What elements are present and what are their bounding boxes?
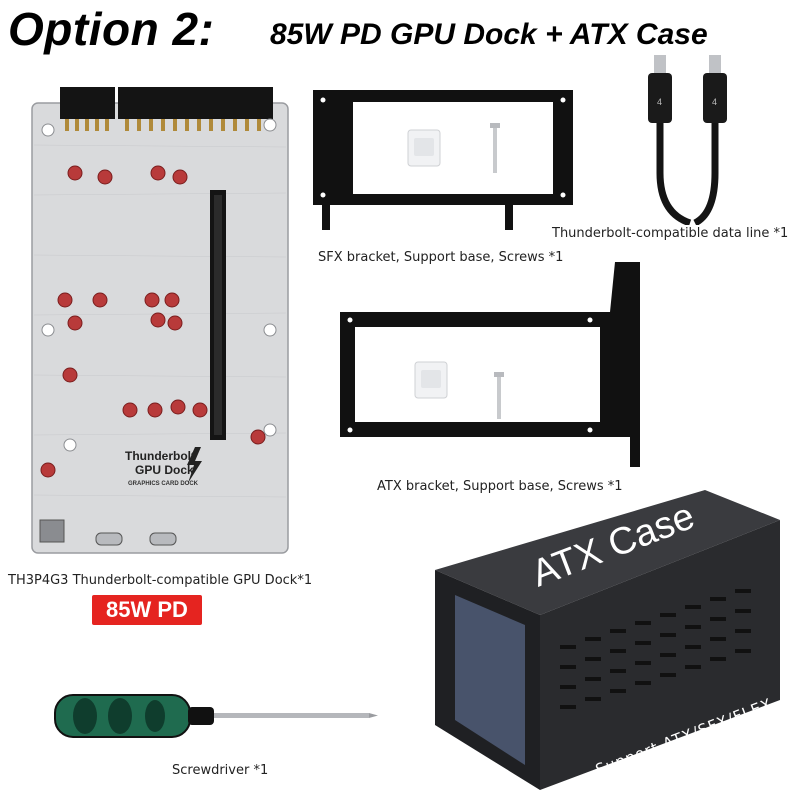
gpu-dock-image: Thunderbolt GPU Dock GRAPHICS CARD DOCK xyxy=(31,87,289,554)
atx-bracket-caption: ATX bracket, Support base, Screws *1 xyxy=(377,479,623,494)
screwdriver-image xyxy=(54,694,378,738)
cable-caption: Thunderbolt-compatible data line *1 xyxy=(552,226,789,241)
atx-case-image: ATX Case Support ATX/SFX/FLEX xyxy=(435,490,780,790)
screwdriver-caption: Screwdriver *1 xyxy=(172,763,269,778)
sfx-bracket-image xyxy=(313,90,573,230)
page-subtitle: 85W PD GPU Dock + ATX Case xyxy=(270,18,708,51)
pd-badge: 85W PD xyxy=(92,595,202,625)
cable-plug-label-right: 4 xyxy=(712,97,717,107)
cable-plug-label-left: 4 xyxy=(657,97,662,107)
board-title-2: GPU Dock xyxy=(135,463,194,477)
thunderbolt-cable-image: 4 4 xyxy=(648,55,727,225)
sfx-caption: SFX bracket, Support base, Screws *1 xyxy=(318,250,564,265)
dock-caption: TH3P4G3 Thunderbolt-compatible GPU Dock*… xyxy=(8,573,313,588)
board-subtitle: GRAPHICS CARD DOCK xyxy=(128,481,199,487)
atx-bracket-image xyxy=(340,262,640,467)
board-title-1: Thunderbolt xyxy=(125,449,195,463)
page-title: Option 2: xyxy=(8,3,215,55)
bolt-icon xyxy=(187,447,202,483)
